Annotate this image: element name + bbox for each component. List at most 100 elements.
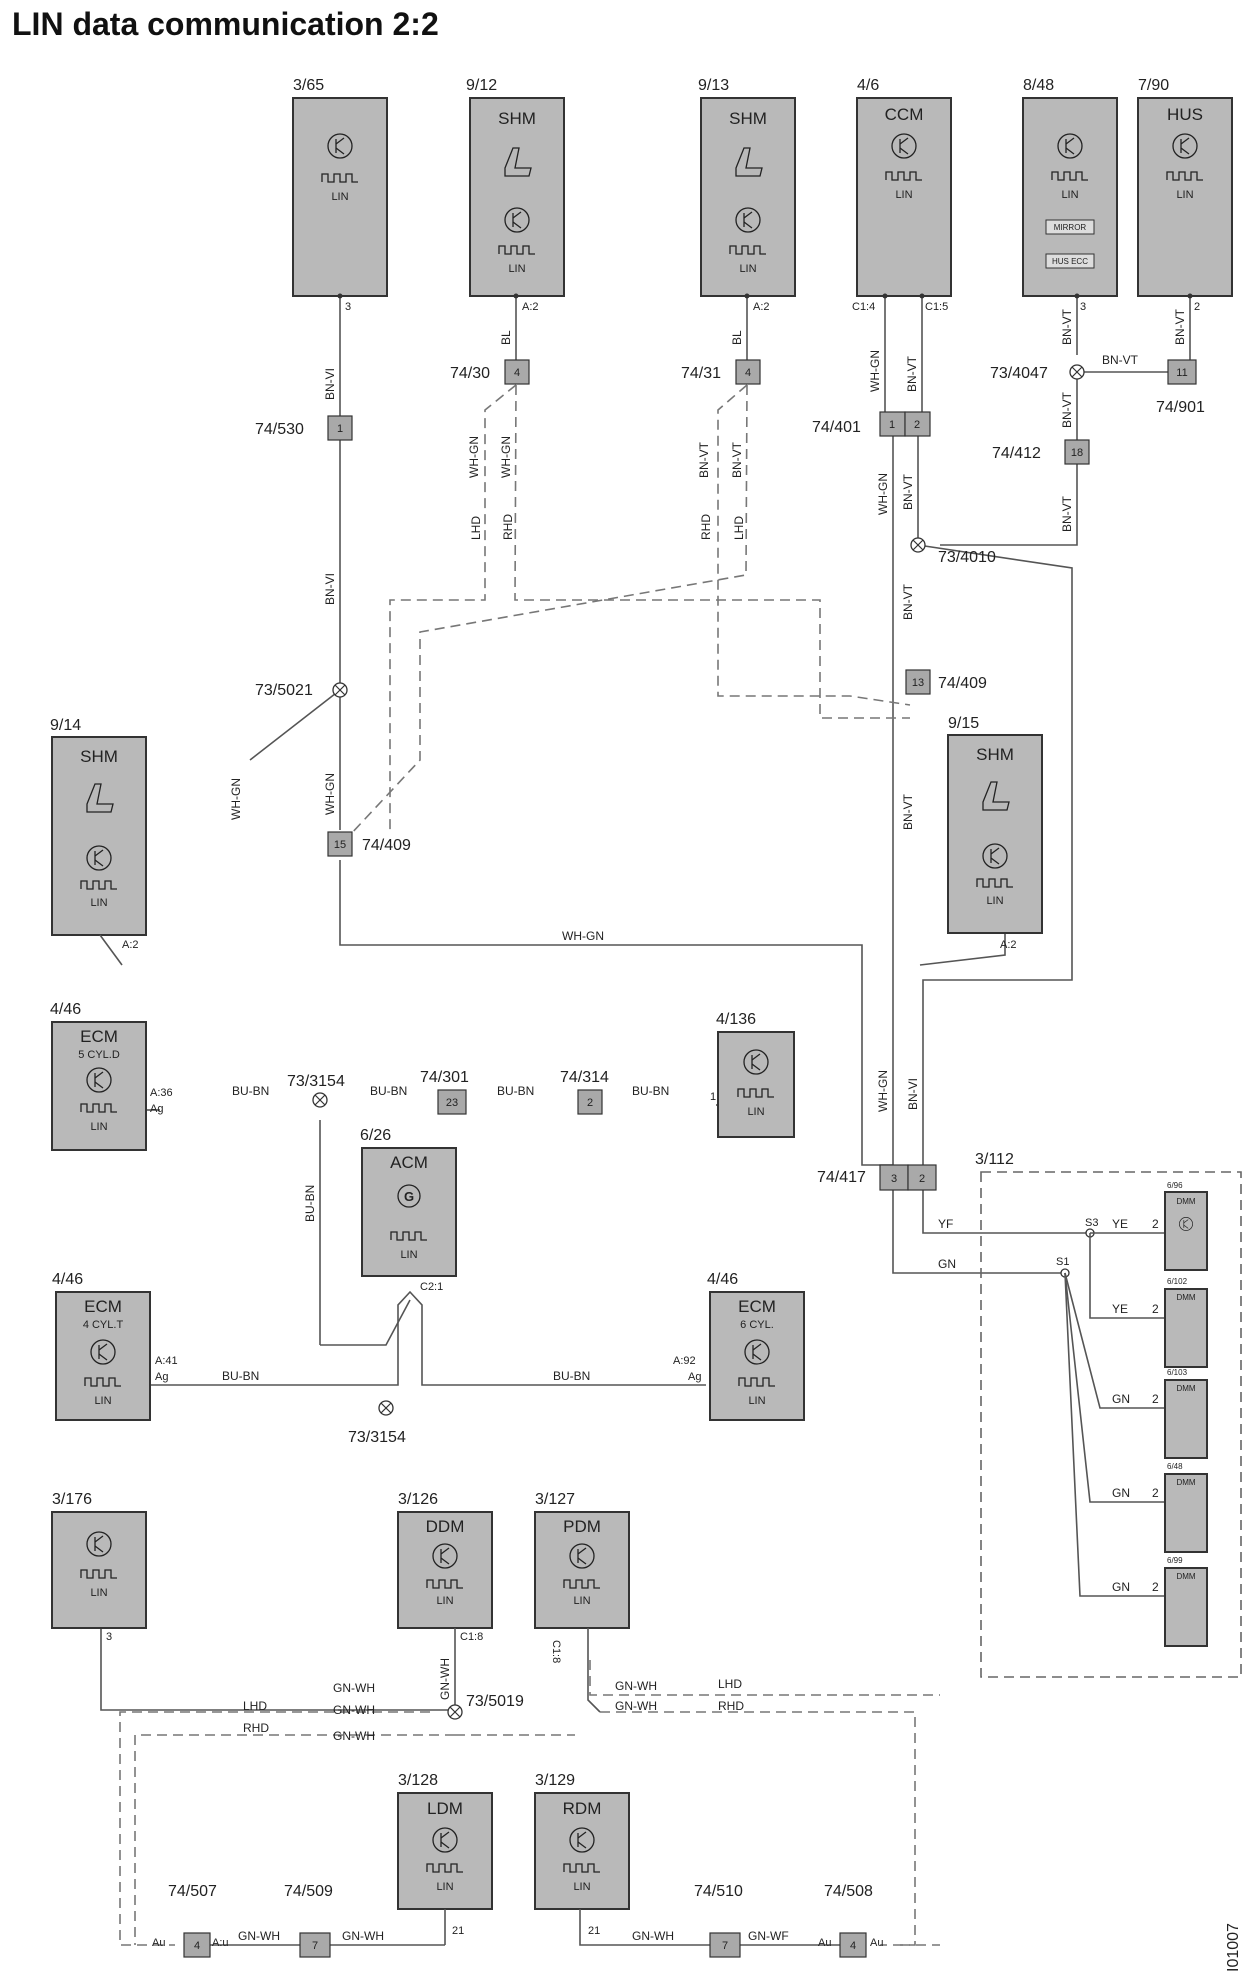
svg-text:DMM: DMM [1176,1572,1195,1581]
svg-text:4/46: 4/46 [707,1271,738,1288]
svg-text:A:41: A:41 [155,1355,178,1367]
module-3-127-pdm: PDM LIN 3/127 C1:8 [534,1491,630,1663]
connector-74-409-bottom: 15 74/409 [327,831,411,857]
svg-text:BN-VT: BN-VT [1060,391,1074,428]
dmm-item-2: 6/103 DMM GN 2 [1112,1368,1208,1459]
svg-text:BN-VT: BN-VT [1060,495,1074,532]
svg-text:LIN: LIN [90,1587,107,1599]
module-9-12: SHM LIN 9/12 A:2 [466,77,565,313]
connector-74-412: 18 74/412 [992,439,1090,465]
svg-text:73/5021: 73/5021 [255,682,313,699]
module-9-14: SHM LIN 9/14 A:2 [50,717,147,966]
svg-text:6/103: 6/103 [1167,1368,1188,1377]
svg-text:HUS: HUS [1167,105,1203,124]
svg-text:BN-VT: BN-VT [901,793,915,830]
svg-text:BU-BN: BU-BN [370,1084,407,1098]
svg-text:WH-GN: WH-GN [467,436,481,478]
connector-74-507: 4 74/507 Au A:u [152,1883,229,1958]
svg-text:BL: BL [499,330,513,345]
svg-text:8/48: 8/48 [1023,77,1054,94]
svg-text:BN-VT: BN-VT [901,473,915,510]
svg-text:74/509: 74/509 [284,1883,333,1900]
svg-text:LHD: LHD [732,516,746,540]
module-9-15: SHM LIN 9/15 A:2 [947,715,1043,951]
svg-text:DMM: DMM [1176,1197,1195,1206]
svg-text:3/65: 3/65 [293,77,324,94]
svg-text:BU-BN: BU-BN [553,1369,590,1383]
svg-text:4 CYL.T: 4 CYL.T [83,1319,124,1331]
svg-text:Au: Au [152,1937,165,1949]
svg-text:4/136: 4/136 [716,1011,756,1028]
svg-text:9/12: 9/12 [466,77,497,94]
svg-text:A:92: A:92 [673,1355,696,1367]
connector-74-314: 2 74/314 [560,1069,609,1115]
svg-text:1: 1 [710,1091,716,1103]
svg-text:2: 2 [1152,1580,1159,1594]
svg-text:2: 2 [1152,1217,1159,1231]
svg-text:G: G [404,1189,414,1204]
svg-text:2: 2 [1152,1302,1159,1316]
reference-code: I01007 [1225,1923,1242,1972]
svg-text:74/412: 74/412 [992,445,1041,462]
svg-text:BN-VT: BN-VT [1060,308,1074,345]
svg-text:ECM: ECM [84,1297,122,1316]
svg-text:21: 21 [452,1925,464,1937]
svg-text:3: 3 [345,301,351,313]
svg-text:4: 4 [514,367,520,379]
svg-text:A:2: A:2 [753,301,770,313]
svg-text:GN-WH: GN-WH [238,1929,280,1943]
svg-text:LIN: LIN [895,189,912,201]
module-3-65: LIN 3/65 3 [292,77,388,313]
svg-text:S3: S3 [1085,1217,1098,1229]
svg-text:3/129: 3/129 [535,1772,575,1789]
svg-text:Au: Au [870,1937,883,1949]
svg-text:GN-WH: GN-WH [333,1681,375,1695]
svg-text:BN-VT: BN-VT [905,355,919,392]
svg-text:9/14: 9/14 [50,717,81,734]
dmm-item-0: 6/96 DMM YE 2 [1112,1181,1208,1271]
svg-text:LIN: LIN [436,1881,453,1893]
svg-text:Au: Au [818,1937,831,1949]
svg-text:LIN: LIN [1176,189,1193,201]
svg-text:YE: YE [1112,1302,1128,1316]
connector-74-409-top: 13 74/409 [905,669,987,695]
svg-text:LIN: LIN [508,263,525,275]
svg-text:LIN: LIN [94,1395,111,1407]
svg-text:BN-VT: BN-VT [901,583,915,620]
svg-text:LHD: LHD [718,1677,742,1691]
svg-text:2: 2 [919,1173,925,1185]
svg-text:BN-VT: BN-VT [697,441,711,478]
svg-text:21: 21 [588,1925,600,1937]
svg-text:S1: S1 [1056,1256,1069,1268]
svg-text:6 CYL.: 6 CYL. [740,1319,774,1331]
svg-text:GN: GN [1112,1392,1130,1406]
svg-text:DMM: DMM [1176,1384,1195,1393]
svg-text:DDM: DDM [426,1517,465,1536]
svg-text:74/417: 74/417 [817,1169,866,1186]
svg-text:2: 2 [914,419,920,431]
dashed-routes [119,384,1242,1946]
connector-74-510: 7 74/510 [694,1883,743,1958]
dmm-item-3: 6/48 DMM GN 2 [1112,1462,1208,1553]
module-3-128-ldm: LDM LIN 3/128 21 [397,1772,493,1937]
svg-text:LIN: LIN [747,1106,764,1118]
svg-text:GN-WH: GN-WH [615,1699,657,1713]
svg-text:LHD: LHD [243,1699,267,1713]
svg-text:SHM: SHM [498,109,536,128]
svg-text:LIN: LIN [90,1121,107,1133]
svg-text:LDM: LDM [427,1799,463,1818]
svg-text:BN-VT: BN-VT [1173,308,1187,345]
module-9-13: SHM LIN 9/13 A:2 [698,77,796,313]
svg-text:SHM: SHM [729,109,767,128]
svg-text:4: 4 [850,1940,856,1952]
svg-text:LIN: LIN [986,895,1003,907]
svg-text:6/48: 6/48 [1167,1462,1183,1471]
svg-text:RHD: RHD [699,514,713,540]
svg-text:LIN: LIN [1061,189,1078,201]
connector-74-530: 1 74/530 [255,415,353,441]
svg-text:4/6: 4/6 [857,77,879,94]
svg-text:Ag: Ag [155,1371,168,1383]
svg-text:GN-WH: GN-WH [342,1929,384,1943]
svg-text:6/102: 6/102 [1167,1277,1188,1286]
svg-text:3/176: 3/176 [52,1491,92,1508]
